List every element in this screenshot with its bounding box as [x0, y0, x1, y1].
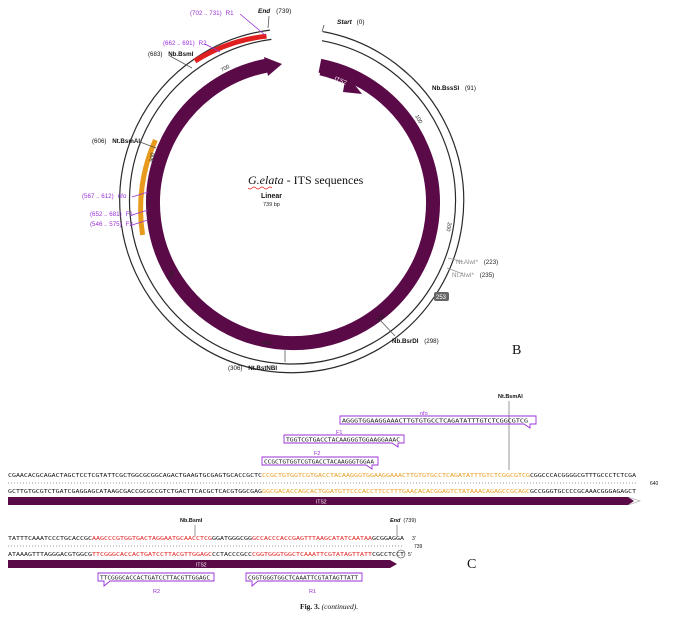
row1-bottom-strand: GCTTGTGCGTCTGATCGAGGAGCATAAGCGACCGCGCCGT…	[8, 489, 636, 495]
tick-400: 400	[262, 341, 271, 347]
tick-500: 500	[167, 270, 177, 281]
row1-top-strand: CGAACACGCAGACTAGCTCCTCGTATTCGCTGGCGCGGCA…	[8, 473, 636, 479]
map-length: 739 bp	[263, 202, 280, 208]
its2-label-bottom: ITS2	[288, 331, 301, 337]
its2-label-top: ITS2	[333, 76, 348, 87]
site-tick-alwi-2	[446, 267, 464, 275]
primer-leader-nfo	[131, 191, 149, 198]
start-tick	[321, 24, 325, 33]
end-c: End(739)	[390, 518, 416, 524]
f1-box	[283, 434, 405, 448]
primer-leader-f2	[131, 219, 149, 226]
primer-r-arc	[193, 33, 267, 64]
tick-100: 100	[413, 114, 423, 125]
r2-box	[97, 572, 215, 587]
r2-label: R2	[153, 589, 160, 595]
row1-its2-label: ITS2	[316, 500, 327, 506]
site-tick-bsmai	[139, 141, 157, 149]
primer-r2: (662 .. 691)R2	[163, 40, 207, 47]
tick-200: 200	[444, 222, 452, 232]
panel-c-sequence: Nt.BsmAI nfo AGGGTGGAAGGAAACTTGTGTGCCTCA…	[8, 394, 659, 595]
r1-seq: CGGTGGGTGGCTCAAATTCGTATAGTTATT	[248, 576, 358, 582]
row1-its2-bar	[8, 497, 634, 505]
row2-3prime: 3'	[412, 536, 416, 542]
panel-b-plasmid-map: 100 200 300 400 500 600 700 ITS2 ITS2 En…	[82, 8, 521, 374]
primer-f2: (546 .. 575)F2	[90, 221, 133, 228]
backbone-outer-ring	[119, 29, 465, 374]
site-tick-bsssi	[397, 65, 413, 79]
map-title: G.elata - ITS sequences	[248, 173, 364, 187]
row2-5prime: 5'	[408, 552, 412, 558]
figure-caption: Fig. 3. (continued).	[300, 602, 358, 611]
row2-bottom-strand: ATAAAGTTTAGGGACGTGGCG TTCGGGCACCACTGATCC…	[8, 552, 404, 558]
site-bsmai-c: Nt.BsmAI	[498, 394, 523, 400]
f2-box	[261, 456, 379, 470]
r2-seq: TTCGGGCACCACTGATCCTTACGTTGGAGC	[100, 576, 210, 582]
panel-c-label: C	[467, 557, 476, 572]
row2-top-strand: TATTTCAAATCCCTGCACCGC AAGCCCGTGGTGACTAGG…	[8, 536, 404, 542]
row2-number: 739	[414, 544, 423, 550]
f1-seq: TGGTCGTGACCTACAAGGGTGGAAGGAAAC	[286, 438, 400, 444]
primer-leader-f1	[131, 209, 149, 216]
its2-arrowhead-top	[264, 57, 282, 76]
spellcheck-squiggle	[247, 186, 273, 190]
tick-600: 600	[149, 152, 157, 162]
site-bstnbi: (306) Nt.BstNBI	[228, 365, 277, 372]
f2-label: F2	[314, 451, 320, 457]
site-bsrdi: Nb.BsrDI (298)	[392, 338, 439, 345]
site-tick-bsrdi	[379, 319, 396, 337]
row2-its2-label: ITS2	[196, 563, 207, 569]
backbone-inner-ring	[128, 38, 457, 365]
row1-number: 640	[650, 481, 659, 487]
site-bsmi-c: Nb.BsmI	[180, 518, 203, 524]
row2-its2-bar	[8, 560, 397, 568]
tick-700: 700	[220, 64, 231, 74]
site-tick-bsmi	[169, 55, 193, 69]
site-bsmai: (606) Nt.BsmAI	[92, 138, 140, 145]
row2-end-circle	[396, 549, 406, 559]
end-tick	[267, 15, 270, 29]
nfo-seq: AGGGTGGAAGGAAACTTGTGTGCCTCAGATATTTGTCTCG…	[342, 419, 528, 425]
primer-f1: (652 .. 681)F1	[90, 211, 133, 218]
primer-leader-r1	[239, 13, 266, 36]
tick-300: 300	[375, 313, 386, 324]
primer-f-arc	[138, 138, 158, 236]
site-bsssi: Nb.BssSI (91)	[432, 85, 476, 92]
its2-feature-arc-main	[146, 58, 440, 351]
site-alwi-235: Nt.AlwI* (235)	[452, 272, 494, 279]
r1-box	[245, 572, 363, 587]
site-bsmi: (683) Nb.BsmI	[148, 51, 194, 58]
row1-its2-arrow-tail	[627, 496, 641, 506]
end-label: End (739)	[258, 8, 291, 15]
primer-r1: (702 .. 731)R1	[190, 10, 234, 17]
map-topology: Linear	[261, 193, 282, 200]
primer-leader-r2	[204, 43, 221, 53]
panel-b-label: B	[512, 343, 521, 358]
r1-label: R1	[309, 589, 316, 595]
nfo-label: nfo	[420, 411, 428, 417]
f2-seq: CCGCTGTGGTCGTGACCTACAAGGGTGGAA	[264, 460, 374, 466]
start-label: Start (0)	[337, 19, 365, 26]
badge-253-box	[434, 292, 449, 301]
f1-label: F1	[336, 430, 342, 436]
primer-nfo: (567 .. 612)nfo	[82, 193, 127, 200]
its2-arrowhead-right	[343, 74, 362, 94]
site-alwi-223: Nt.AlwI* (223)	[456, 259, 498, 266]
site-tick-alwi-1	[447, 257, 464, 263]
badge-253: 253	[436, 295, 447, 301]
nfo-box	[339, 415, 537, 429]
